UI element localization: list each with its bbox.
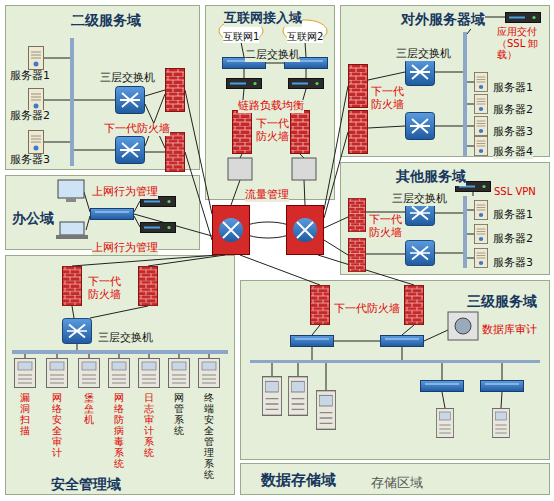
device-label: 下一代防火墙 bbox=[88, 276, 122, 301]
device-label: 网络防病毒系统 bbox=[114, 392, 124, 469]
device-label: 二层交换机 bbox=[245, 49, 300, 62]
domain-note: 存储区域 bbox=[371, 474, 423, 492]
device-label: 下一代防火墙 bbox=[369, 214, 403, 239]
domain-title: 数据存储域 bbox=[261, 471, 336, 490]
device-label: 下一代防火墙 bbox=[256, 118, 290, 143]
device-label: 网管系统 bbox=[174, 392, 184, 436]
domain-title: 其他服务域 bbox=[396, 168, 466, 186]
firewalls bbox=[63, 65, 424, 325]
domain-title: 二级服务域 bbox=[71, 12, 141, 30]
device-label: 三层交换机 bbox=[392, 193, 447, 206]
device-label: 终端安全管理系统 bbox=[204, 392, 214, 480]
device-label: 三层交换机 bbox=[396, 48, 451, 61]
device-label: 应用交付（SSL 卸载） bbox=[497, 26, 549, 61]
device-label: SSL VPN bbox=[494, 186, 536, 198]
device-label: 上网行为管理 bbox=[92, 186, 158, 199]
device-label: 服务器2 bbox=[493, 104, 533, 117]
device-label: 服务器1 bbox=[493, 82, 533, 95]
device-label: 下一代防火墙 bbox=[371, 86, 405, 111]
switches bbox=[63, 58, 524, 392]
device-label: 互联网2 bbox=[287, 31, 323, 43]
device-label: 漏洞扫描 bbox=[20, 392, 30, 436]
device-label: 流量管理 bbox=[245, 189, 289, 202]
servers bbox=[15, 47, 510, 438]
device-label: 数据库审计 bbox=[482, 324, 537, 337]
device-label: 服务器2 bbox=[10, 110, 50, 123]
wires bbox=[25, 17, 505, 408]
pcs bbox=[56, 180, 88, 239]
device-label: 互联网1 bbox=[223, 31, 259, 43]
device-label: 上网行为管理 bbox=[92, 242, 158, 255]
device-label: 三层交换机 bbox=[100, 72, 155, 85]
device-label: 下一代防火墙 bbox=[104, 123, 170, 136]
device-label: 服务器4 bbox=[493, 146, 533, 159]
device-label: 服务器3 bbox=[493, 257, 533, 270]
device-label: 日志审计系统 bbox=[144, 392, 154, 458]
device-label: 服务器3 bbox=[10, 154, 50, 167]
device-label: 网络安全审计 bbox=[52, 392, 62, 458]
clouds bbox=[219, 20, 327, 42]
device-label: 三层交换机 bbox=[98, 332, 153, 345]
device-label: 服务器1 bbox=[10, 70, 50, 83]
device-label: 服务器2 bbox=[493, 233, 533, 246]
appliances bbox=[141, 13, 541, 341]
bus-bars bbox=[12, 32, 540, 363]
domain-title: 三级服务域 bbox=[467, 293, 537, 311]
device-label: 服务器3 bbox=[493, 126, 533, 139]
device-label: 堡垒机 bbox=[84, 392, 94, 425]
domain-title: 对外服务器域 bbox=[401, 11, 485, 29]
domain-box: 数据存储域 存储区域 bbox=[240, 463, 550, 495]
domain-title: 互联网接入域 bbox=[224, 9, 302, 27]
device-label: 下一代防火墙 bbox=[334, 303, 400, 316]
device-label: 链路负载均衡 bbox=[238, 100, 304, 113]
domain-title: 办公域 bbox=[12, 210, 54, 228]
domain-title: 安全管理域 bbox=[51, 476, 121, 494]
device-label: 服务器1 bbox=[493, 209, 533, 222]
core-switches bbox=[213, 206, 324, 255]
